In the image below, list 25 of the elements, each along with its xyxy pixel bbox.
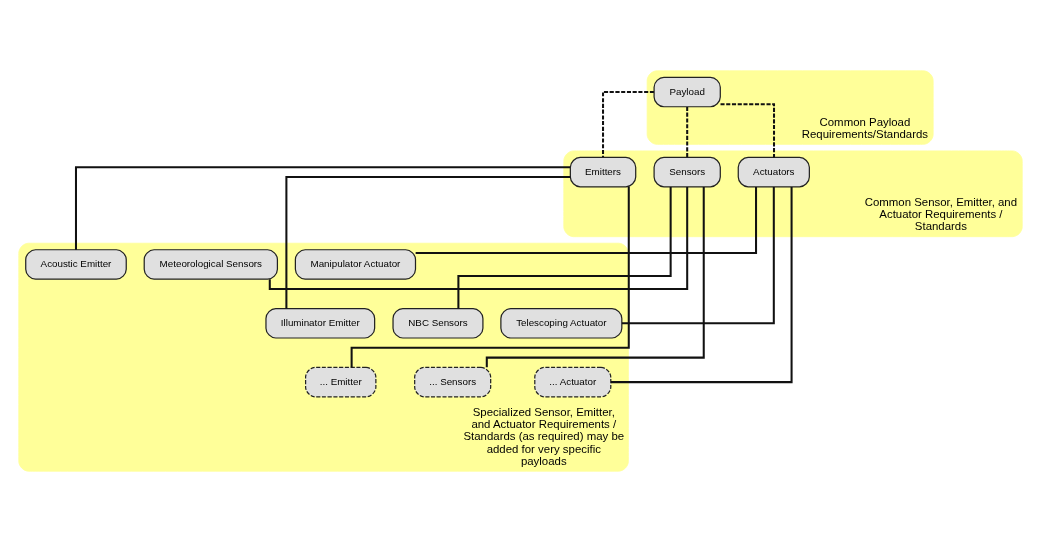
node-box: NBC Sensors <box>392 307 484 339</box>
connector <box>485 187 705 368</box>
connector <box>610 186 793 384</box>
node-box: Acoustic Emitter <box>25 249 127 280</box>
node-box: Payload <box>653 76 721 108</box>
connector <box>720 103 776 158</box>
connector <box>602 91 654 158</box>
connector <box>268 186 689 290</box>
connector <box>285 176 571 309</box>
node-box: Emitters <box>569 156 637 188</box>
node-box: Actuators <box>737 156 810 188</box>
node-box: Telescoping Actuator <box>500 307 623 339</box>
connector <box>621 186 775 325</box>
node-box: Illuminator Emitter <box>265 307 376 339</box>
node-box: ... Emitter <box>305 366 377 398</box>
node-box: Sensors <box>653 156 721 188</box>
connector <box>457 187 672 309</box>
node-box: ... Sensors <box>414 366 492 398</box>
node-box: Manipulator Actuator <box>294 249 417 280</box>
connector <box>74 166 571 250</box>
node-box: ... Actuator <box>534 366 612 398</box>
connector <box>415 186 758 255</box>
connector <box>350 187 630 368</box>
node-box: Meteorological Sensors <box>143 249 279 280</box>
connector <box>686 107 689 158</box>
